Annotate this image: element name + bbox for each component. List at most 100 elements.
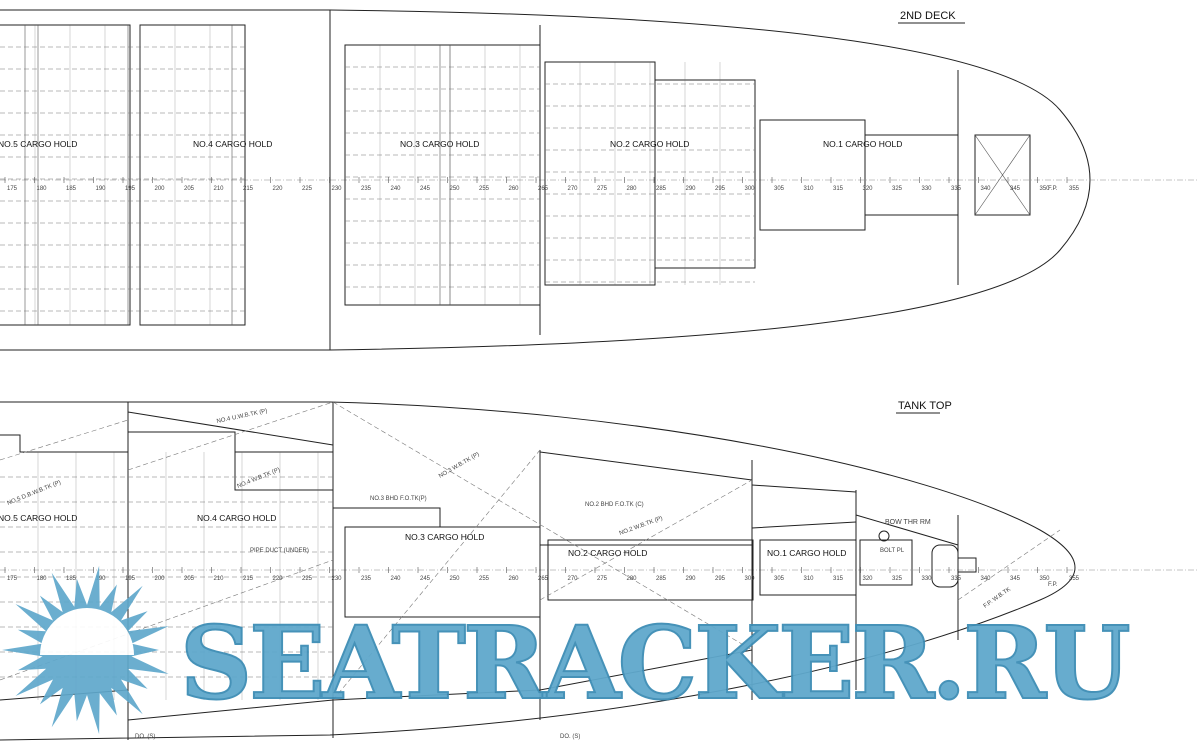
frame-number: 305 (774, 576, 785, 582)
frame-number: 225 (302, 186, 313, 192)
hold-label-no2: NO.2 CARGO HOLD (568, 548, 647, 558)
frame-number: 260 (509, 576, 520, 582)
frame-number: 330 (922, 186, 933, 192)
frame-number: 210 (214, 576, 225, 582)
frame-number: 275 (597, 576, 608, 582)
tank-label: NO.3 W.B.TK (P) (438, 452, 481, 480)
frame-number: 200 (155, 576, 166, 582)
frame-number: 300 (745, 576, 756, 582)
frame-number: 325 (892, 576, 903, 582)
frame-number: 330 (922, 576, 933, 582)
frame-number: 190 (96, 186, 107, 192)
hold-label-no2: NO.2 CARGO HOLD (610, 139, 689, 149)
frame-number: 290 (686, 576, 697, 582)
frame-number: 220 (273, 186, 284, 192)
frame-number: 245 (420, 576, 431, 582)
hold-label-no3: NO.3 CARGO HOLD (405, 532, 484, 542)
frame-number: 320 (863, 576, 874, 582)
frame-number: 335 (951, 186, 962, 192)
fp-label-bottom: F.P. (1048, 582, 1058, 588)
tank-label: DO. (S) (135, 734, 155, 740)
frame-number: 340 (981, 186, 992, 192)
frame-number: 205 (184, 186, 195, 192)
frame-number: 350 (1040, 576, 1051, 582)
frame-number: 225 (302, 576, 313, 582)
frame-number: 215 (243, 576, 254, 582)
hold-no2 (544, 61, 756, 286)
hold-label-no4: NO.4 CARGO HOLD (193, 139, 272, 149)
frame-number: 185 (66, 576, 77, 582)
deck-title: 2ND DECK (900, 10, 956, 22)
frame-number: 195 (125, 186, 136, 192)
frame-number: 210 (214, 186, 225, 192)
deck-grid-lines (0, 25, 755, 325)
frame-number: 325 (892, 186, 903, 192)
frame-number: 280 (627, 186, 638, 192)
hold-no3 (344, 44, 541, 306)
frame-number: 345 (1010, 576, 1021, 582)
hold-label-no5: NO.5 CARGO HOLD (0, 139, 77, 149)
watermark-text: SEATRACKER.RU (180, 604, 1129, 722)
frame-number: 345 (1010, 186, 1021, 192)
frame-number: 205 (184, 576, 195, 582)
frame-number: 175 (7, 186, 18, 192)
frame-number: 270 (568, 576, 579, 582)
fp-label-top: F.P. (1048, 186, 1058, 192)
frame-number: 235 (361, 186, 372, 192)
tank-label: DO. (S) (560, 734, 580, 740)
frame-number: 190 (96, 576, 107, 582)
bow-thruster-room-label: BOW THR RM (885, 519, 931, 526)
frame-number: 255 (479, 576, 490, 582)
frame-number: 240 (391, 576, 402, 582)
seatracker-logo (2, 565, 169, 735)
frame-number: 220 (273, 576, 284, 582)
frame-number: 235 (361, 576, 372, 582)
frame-number: 180 (37, 576, 48, 582)
frame-number: 200 (155, 186, 166, 192)
frame-number: 350 (1040, 186, 1051, 192)
bolt-plate-label: BOLT PL (880, 548, 905, 554)
tank-top-title: TANK TOP (898, 400, 952, 412)
tank-label: NO.4 U.W.B.TK (P) (216, 408, 268, 425)
frame-number: 265 (538, 186, 549, 192)
frame-number: 310 (804, 576, 815, 582)
bolt-plate (859, 539, 913, 586)
frame-number: 340 (981, 576, 992, 582)
pipe-duct-label: PIPE DUCT (UNDER) (250, 548, 309, 554)
frame-number: 295 (715, 576, 726, 582)
frame-number: 305 (774, 186, 785, 192)
hold-label-no3: NO.3 CARGO HOLD (400, 139, 479, 149)
hold-label-no1: NO.1 CARGO HOLD (823, 139, 902, 149)
frame-number: 355 (1069, 576, 1080, 582)
frame-number: 175 (7, 576, 18, 582)
hold-no1 (759, 119, 959, 231)
tank-label: NO.5 D.B.W.B.TK (P) (7, 480, 62, 507)
frame-number: 250 (450, 186, 461, 192)
frame-number: 250 (450, 576, 461, 582)
hold-no5 (0, 24, 131, 326)
bow-thruster-icon (878, 530, 890, 542)
tank-label: NO.2 W.B.TK (P) (619, 516, 664, 537)
frame-number: 245 (420, 186, 431, 192)
hull-outline (0, 401, 1076, 741)
frame-number: 300 (745, 186, 756, 192)
frame-number: 280 (627, 576, 638, 582)
frame-number: 285 (656, 186, 667, 192)
hold-label-no5: NO.5 CARGO HOLD (0, 513, 77, 523)
bow-compartment (974, 134, 1031, 216)
frame-number: 270 (568, 186, 579, 192)
frame-number: 320 (863, 186, 874, 192)
frame-number: 185 (66, 186, 77, 192)
frame-number: 285 (656, 576, 667, 582)
hold-label-no4: NO.4 CARGO HOLD (197, 513, 276, 523)
frame-number: 260 (509, 186, 520, 192)
tank-label: NO.4 W.B.TK (P) (237, 467, 282, 490)
frame-number: 180 (37, 186, 48, 192)
hold-label-no1: NO.1 CARGO HOLD (767, 548, 846, 558)
frame-number: 310 (804, 186, 815, 192)
frame-number: 265 (538, 576, 549, 582)
frame-number: 230 (332, 576, 343, 582)
